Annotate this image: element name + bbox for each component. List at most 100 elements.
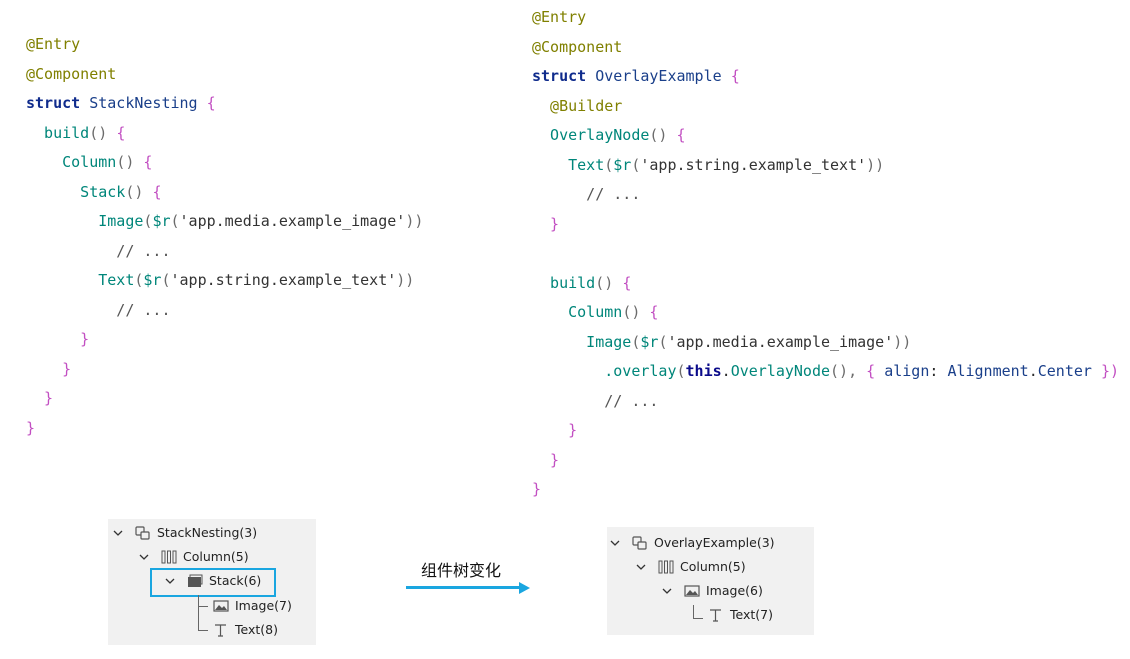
code-line: Column() { [26, 152, 152, 172]
code-token: Center [1037, 362, 1101, 380]
code-line: // ... [532, 391, 658, 411]
code-token: 'app.string.example_text' [640, 155, 867, 174]
code-token: ( [143, 212, 153, 230]
tree-node-stack[interactable]: Stack(6) [164, 571, 261, 591]
code-token: Image [26, 212, 144, 230]
chevron-down-icon[interactable] [661, 585, 673, 597]
code-line: OverlayNode() { [532, 125, 685, 145]
tree-node-column[interactable]: Column(5) [138, 547, 249, 567]
code-line: build() { [532, 273, 631, 293]
code-token: StackNesting [89, 94, 207, 112]
tree-label: Text(8) [235, 622, 278, 637]
code-token: { [152, 182, 162, 201]
code-line: @Component [26, 64, 116, 84]
code-token: @Builder [532, 96, 623, 115]
code-line: } [26, 388, 53, 408]
code-token: OverlayNode [532, 126, 650, 144]
text-icon [710, 609, 721, 622]
code-token: () [116, 153, 144, 171]
code-token: } [26, 389, 54, 407]
code-token: @Entry [26, 35, 81, 53]
code-token: } [532, 480, 542, 498]
tree-label: Image(6) [706, 583, 763, 598]
code-token: // ... [532, 391, 659, 410]
code-token: Column [26, 153, 117, 171]
chevron-down-icon[interactable] [635, 561, 647, 573]
image-icon [213, 600, 229, 612]
chevron-down-icon[interactable] [138, 551, 150, 563]
code-line: Text($r('app.string.example_text')) [532, 155, 884, 175]
code-token: )) [396, 271, 415, 289]
code-line: } [532, 420, 577, 440]
code-token: Alignment [947, 362, 1029, 380]
code-token: OverlayExample [595, 67, 731, 85]
code-line: struct StackNesting { [26, 93, 216, 113]
code-line: @Entry [26, 34, 80, 54]
code-token: () [125, 182, 153, 201]
code-token: } [532, 214, 560, 233]
code-token: this [685, 362, 722, 380]
code-token: ( [170, 212, 180, 230]
code-line: // ... [26, 241, 170, 261]
custom-component-icon [135, 526, 150, 540]
code-token: Column [532, 303, 623, 321]
code-token: } [26, 330, 90, 348]
code-line: struct OverlayExample { [532, 66, 740, 86]
code-token: build [532, 273, 596, 292]
chevron-down-icon[interactable] [164, 575, 176, 587]
tree-node-image[interactable]: Image(7) [212, 596, 292, 616]
code-line: @Component [532, 37, 622, 57]
code-token: { [143, 153, 153, 171]
tree-label: Column(5) [680, 559, 746, 574]
code-token: () [89, 123, 117, 142]
code-line: Text($r('app.string.example_text')) [26, 270, 414, 290]
code-line: @Builder [532, 96, 622, 116]
code-token: } [26, 418, 36, 437]
code-token: . [721, 362, 731, 380]
code-token: ( [676, 362, 686, 380]
code-token: ( [631, 332, 641, 351]
code-line: Column() { [532, 302, 658, 322]
code-token: .overlay [532, 362, 677, 380]
code-token: { [622, 273, 632, 292]
code-token: } [532, 421, 578, 439]
code-line: // ... [26, 300, 170, 320]
code-token: : [929, 362, 948, 380]
code-line: build() { [26, 123, 125, 143]
code-token: build [26, 123, 90, 142]
code-token: OverlayNode [730, 362, 831, 380]
code-token: align [884, 362, 930, 380]
code-line: Image($r('app.media.example_image')) [26, 211, 423, 231]
code-line: } [532, 450, 559, 470]
code-token: { [649, 303, 659, 321]
code-token: 'app.string.example_text' [170, 271, 397, 289]
tree-connector [198, 595, 208, 607]
tree-node-text[interactable]: Text(7) [707, 605, 773, 625]
chevron-down-icon[interactable] [609, 537, 621, 549]
code-line: } [26, 418, 35, 438]
code-token: $r [640, 332, 659, 351]
code-line: } [532, 479, 541, 499]
tree-node-column[interactable]: Column(5) [635, 557, 746, 577]
code-token: } [26, 359, 72, 378]
code-line: Image($r('app.media.example_image')) [532, 332, 911, 352]
code-token: $r [143, 271, 162, 289]
code-line: } [26, 359, 71, 379]
code-token: }) [1100, 362, 1120, 380]
tree-node-root[interactable]: OverlayExample(3) [609, 533, 775, 553]
tree-node-root[interactable]: StackNesting(3) [112, 523, 257, 543]
code-token: Stack [26, 182, 126, 201]
code-token: } [532, 450, 560, 469]
tree-node-image[interactable]: Image(6) [661, 581, 763, 601]
code-token: { [866, 362, 885, 380]
code-token: () [649, 126, 677, 144]
code-token: )) [866, 155, 885, 174]
code-line: @Entry [532, 7, 586, 27]
tree-label: Column(5) [183, 549, 249, 564]
code-token: )) [893, 332, 912, 351]
tree-node-text[interactable]: Text(8) [212, 620, 278, 640]
code-line: } [26, 329, 89, 349]
code-token: $r [613, 155, 632, 174]
left-component-tree: StackNesting(3) Column(5) Stack(6) Image… [108, 519, 316, 645]
chevron-down-icon[interactable] [112, 527, 124, 539]
